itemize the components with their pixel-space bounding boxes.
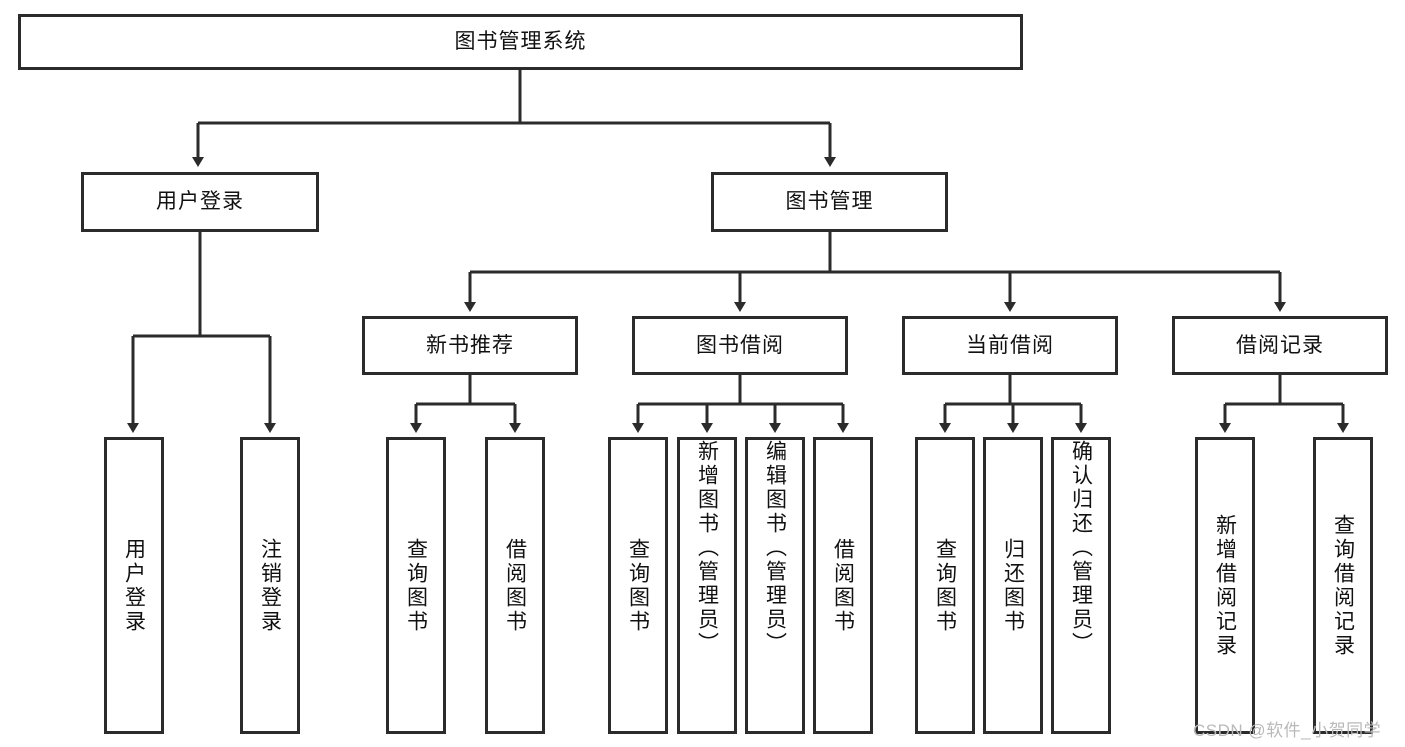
leaf-borrow-book-2[interactable]: 借阅图书 (813, 437, 873, 734)
leaf-borrow-book-1-label: 借阅图书 (503, 537, 527, 634)
node-borrow-record[interactable]: 借阅记录 (1172, 316, 1388, 375)
leaf-return-book-label: 归还图书 (1001, 537, 1025, 634)
leaf-add-book[interactable]: 新增图书（管理员） (677, 437, 737, 734)
leaf-borrow-book-2-label: 借阅图书 (831, 537, 855, 634)
node-borrow-record-label: 借阅记录 (1236, 333, 1324, 357)
node-current-borrow-label: 当前借阅 (966, 333, 1054, 357)
leaf-confirm-return-label: 确认归还（管理员） (1069, 440, 1093, 656)
leaf-query-book-2[interactable]: 查询图书 (608, 437, 668, 734)
leaf-user-logout-label: 注销登录 (258, 537, 282, 634)
node-root-label: 图书管理系统 (454, 30, 587, 54)
node-new-book-rec[interactable]: 新书推荐 (362, 316, 578, 375)
leaf-return-book[interactable]: 归还图书 (983, 437, 1043, 734)
node-book-borrow-label: 图书借阅 (696, 333, 784, 357)
leaf-add-record-label: 新增借阅记录 (1213, 513, 1237, 658)
leaf-query-book-1-label: 查询图书 (404, 537, 428, 634)
node-user-login[interactable]: 用户登录 (81, 172, 319, 232)
leaf-user-login-label: 用户登录 (122, 537, 146, 634)
leaf-query-book-2-label: 查询图书 (626, 537, 650, 634)
leaf-confirm-return[interactable]: 确认归还（管理员） (1051, 437, 1111, 734)
leaf-query-record-label: 查询借阅记录 (1331, 513, 1355, 658)
leaf-query-book-3-label: 查询图书 (933, 537, 957, 634)
leaf-query-book-3[interactable]: 查询图书 (915, 437, 975, 734)
leaf-borrow-book-1[interactable]: 借阅图书 (485, 437, 545, 734)
leaf-edit-book[interactable]: 编辑图书（管理员） (745, 437, 805, 734)
node-book-manage-label: 图书管理 (785, 190, 874, 214)
node-new-book-rec-label: 新书推荐 (426, 333, 514, 357)
leaf-query-record[interactable]: 查询借阅记录 (1313, 437, 1373, 734)
node-book-manage[interactable]: 图书管理 (711, 172, 948, 232)
node-current-borrow[interactable]: 当前借阅 (902, 316, 1118, 375)
node-root[interactable]: 图书管理系统 (18, 14, 1023, 70)
leaf-user-login[interactable]: 用户登录 (104, 437, 164, 734)
leaf-user-logout[interactable]: 注销登录 (240, 437, 300, 734)
leaf-query-book-1[interactable]: 查询图书 (386, 437, 446, 734)
watermark-text: CSDN @软件_小贺同学 (1193, 721, 1382, 740)
node-user-login-label: 用户登录 (156, 190, 244, 214)
node-book-borrow[interactable]: 图书借阅 (632, 316, 848, 375)
leaf-edit-book-label: 编辑图书（管理员） (763, 440, 787, 656)
leaf-add-record[interactable]: 新增借阅记录 (1195, 437, 1255, 734)
leaf-add-book-label: 新增图书（管理员） (695, 440, 719, 656)
